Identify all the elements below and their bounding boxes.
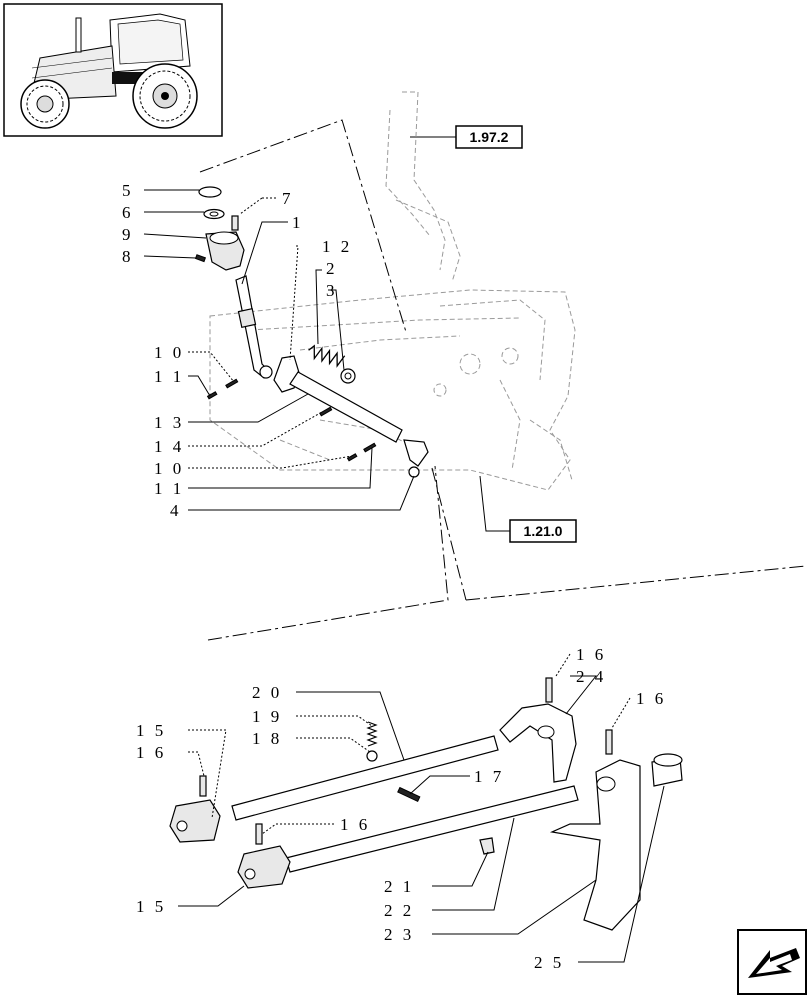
callout-21: 2 1 (384, 877, 414, 896)
callout-19: 1 9 (252, 707, 282, 726)
callout-1: 1 (292, 213, 304, 232)
back-navigation-button[interactable] (737, 929, 807, 995)
callout-23: 2 3 (384, 925, 414, 944)
callouts-upper: 5 6 9 8 7 1 1 2 2 3 1 0 1 1 1 3 1 4 1 0 … (122, 181, 352, 520)
callout-24: 2 4 (576, 667, 606, 686)
leader-lines-upper (143, 189, 415, 511)
callout-7: 7 (282, 189, 294, 208)
callout-16: 1 6 (576, 645, 606, 664)
tractor-icon (20, 13, 198, 129)
tractor-thumbnail (3, 3, 223, 137)
callout-22: 2 2 (384, 901, 414, 920)
callout-10: 1 0 (154, 343, 184, 362)
callout-4: 4 (170, 501, 182, 520)
callout-16: 1 6 (340, 815, 370, 834)
back-arrow-icon (748, 948, 800, 978)
leader-lines-lower (178, 653, 665, 963)
callout-11: 1 1 (154, 479, 184, 498)
reference-label: 1.21.0 (524, 523, 563, 539)
transmission-housing-outline (209, 91, 576, 491)
callout-2: 2 (326, 259, 338, 278)
callout-3: 3 (326, 281, 338, 300)
callout-15: 1 5 (136, 721, 166, 740)
callout-8: 8 (122, 247, 134, 266)
callout-25: 2 5 (534, 953, 564, 972)
callout-13: 1 3 (154, 413, 184, 432)
callout-18: 1 8 (252, 729, 282, 748)
callout-16: 1 6 (136, 743, 166, 762)
shift-rail-assembly (169, 677, 683, 931)
callout-12: 1 2 (322, 237, 352, 256)
callout-10: 1 0 (154, 459, 184, 478)
callouts-lower: 1 6 2 4 1 6 2 0 1 9 1 8 1 5 1 6 1 7 1 6 … (136, 645, 666, 972)
callout-14: 1 4 (154, 437, 184, 456)
callout-20: 2 0 (252, 683, 282, 702)
reference-box-1210[interactable]: 1.21.0 (509, 519, 577, 543)
callout-5: 5 (122, 181, 134, 200)
callout-6: 6 (122, 203, 134, 222)
callout-9: 9 (122, 225, 134, 244)
reference-label: 1.97.2 (470, 129, 509, 145)
gear-lever-assembly (194, 186, 429, 478)
callout-15: 1 5 (136, 897, 166, 916)
reference-box-1972[interactable]: 1.97.2 (455, 125, 523, 149)
callout-17: 1 7 (474, 767, 504, 786)
callout-16: 1 6 (636, 689, 666, 708)
callout-11: 1 1 (154, 367, 184, 386)
